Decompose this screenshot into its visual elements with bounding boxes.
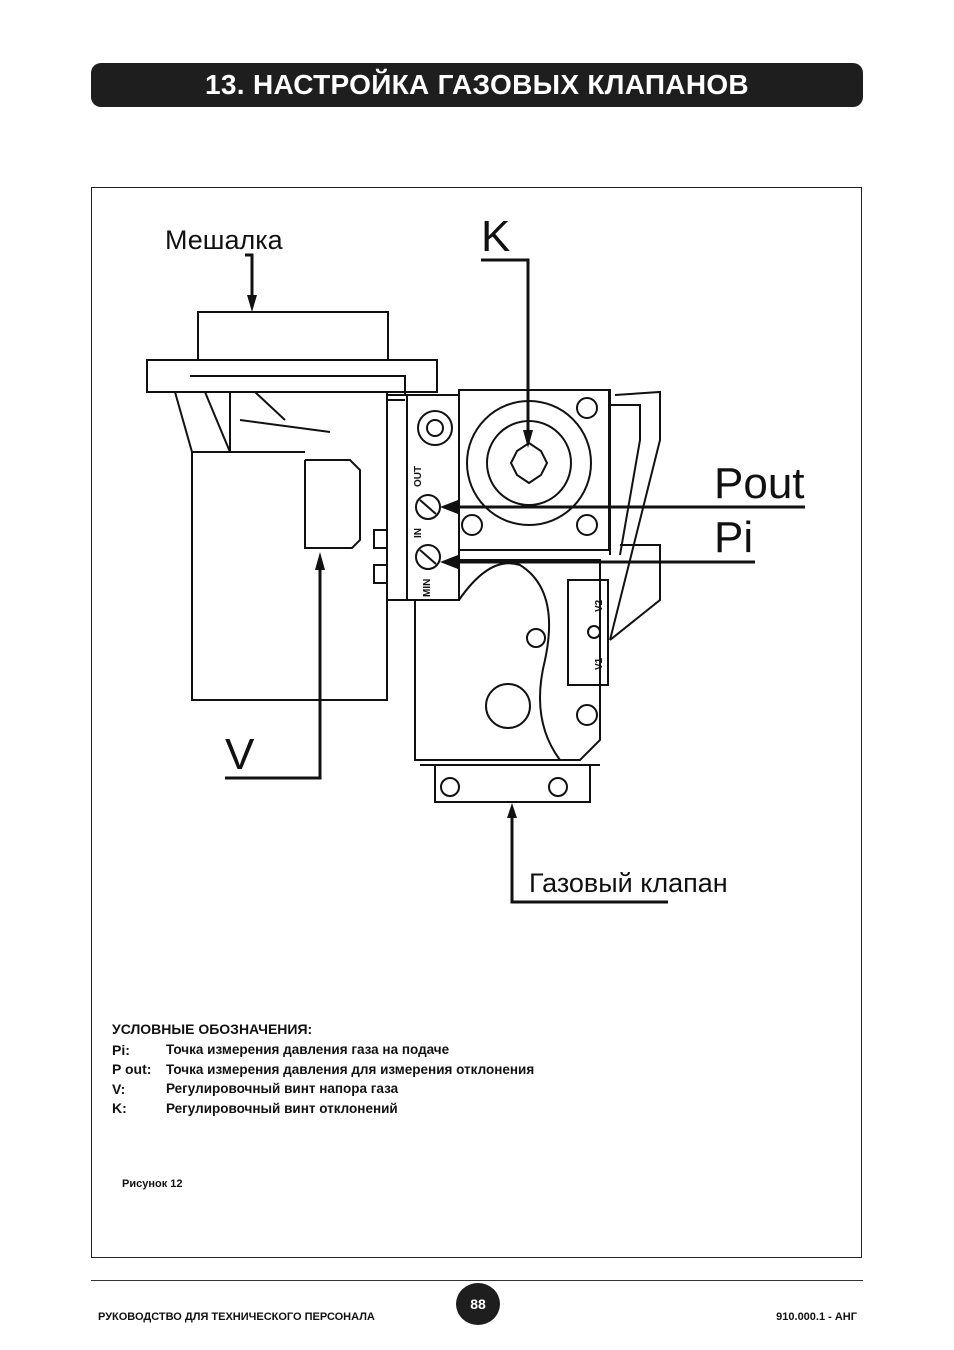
legend-text: Точка измерения давления газа на подаче: [166, 1042, 450, 1058]
legend-item: Pi: Точка измерения давления газа на под…: [112, 1040, 534, 1060]
mixer-drawing: [146, 311, 438, 701]
pout-label: Pout: [714, 459, 805, 508]
legend-title: УСЛОВНЫЕ ОБОЗНАЧЕНИЯ:: [112, 1021, 313, 1037]
valve-label-min: MIN: [422, 579, 433, 597]
footer-divider: [91, 1280, 863, 1281]
legend-text: Регулировочный винт напора газа: [166, 1081, 399, 1097]
figure-caption: Рисунок 12: [122, 1178, 183, 1190]
valve-label-in: IN: [413, 528, 424, 538]
valve-drawing: [406, 389, 661, 803]
valve-label-v2: V2: [594, 599, 605, 612]
legend-item: P out: Точка измерения давления для изме…: [112, 1060, 534, 1080]
footer-doc-code: 910.000.1 - АНГ: [776, 1311, 857, 1323]
valve-label-v1: V1: [594, 657, 605, 670]
section-header: 13. НАСТРОЙКА ГАЗОВЫХ КЛАПАНОВ: [91, 63, 863, 107]
legend-key: P out:: [112, 1061, 152, 1078]
mixer-label: Мешалка: [165, 225, 283, 255]
legend-key: V:: [112, 1080, 126, 1097]
page-number-badge: 88: [456, 1283, 500, 1325]
gas-valve-label: Газовый клапан: [529, 868, 728, 898]
section-title: 13. НАСТРОЙКА ГАЗОВЫХ КЛАПАНОВ: [205, 69, 749, 100]
footer-manual-title: РУКОВОДСТВО ДЛЯ ТЕХНИЧЕСКОГО ПЕРСОНАЛА: [98, 1311, 375, 1323]
legend-key: K:: [112, 1100, 127, 1117]
figure-frame: [91, 187, 862, 1258]
valve-label-out: OUT: [413, 466, 424, 487]
k-label: K: [481, 212, 511, 261]
page-number: 88: [470, 1296, 486, 1312]
legend-item: K: Регулировочный винт отклонений: [112, 1099, 534, 1119]
pi-label: Pi: [714, 513, 754, 562]
legend-item: V: Регулировочный винт напора газа: [112, 1079, 534, 1099]
legend: УСЛОВНЫЕ ОБОЗНАЧЕНИЯ: Pi: Точка измерени…: [112, 1021, 534, 1118]
legend-key: Pi:: [112, 1041, 130, 1058]
legend-text: Точка измерения давления для измерения о…: [166, 1061, 535, 1077]
v-label: V: [225, 730, 255, 779]
legend-text: Регулировочный винт отклонений: [166, 1100, 398, 1116]
